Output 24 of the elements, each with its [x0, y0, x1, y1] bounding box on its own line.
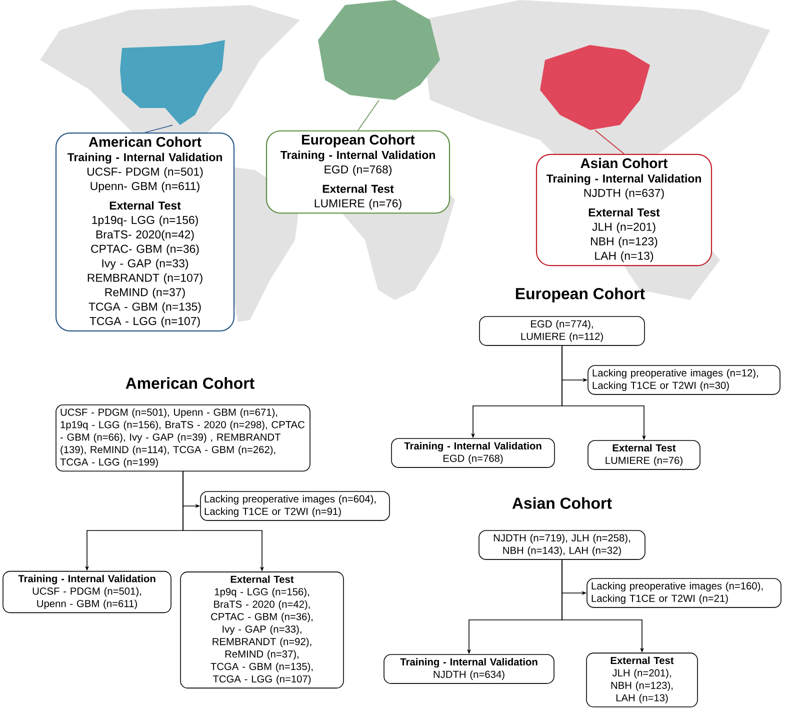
flow-box: Training - Internal Validation EGD (n=768) — [391, 438, 555, 468]
cohort-box: Asian Cohort Training - Internal Validation NJDTH (n=637) External Test JLH (n=201) NBH (n=123) LAH (n=13) — [536, 154, 712, 266]
leader-line — [594, 130, 624, 154]
map-region — [540, 45, 650, 130]
flow-box: External Test LUMIERE (n=76) — [588, 440, 700, 470]
exclusion-box: UCSF - PDGM (n=501), Upenn - GBM (n=671), 1p19q - LGG (n=156), BraTS - 2020 (n=298), CPTAC - GBM (n=66), Ivy - GAP (n=39) , REMBRANDT (139), ReMIND (n=114), TCGA - GBM (n=262), TCGA - LGG (n=199) — [56, 404, 310, 472]
cohort-box: American Cohort Training - Internal Validation UCSF- PDGM (n=501) Upenn- GBM (n=611) External Test 1p19q- LGG (n=156) BraTS- 2020(n=42) CPTAC- GBM (n=36) Ivy - GAP (n=33) REMBRANDT (n=107) ReMIND (n=37) TCGA - GBM (n=135) TCGA - LGG (n=107) — [55, 132, 235, 332]
flowchart-heading: European Cohort — [516, 288, 645, 302]
map-region — [318, 0, 440, 100]
flow-box: External Test 1p9q - LGG (n=156), BraTS - 2020 (n=42), CPTAC - GBM (n=36), Ivy - GAP (n=33), REMBRANDT (n=92), ReMIND (n=37), TCGA - GBM (n=135), TCGA - LGG (n=107) — [180, 572, 344, 688]
leader-line — [144, 124, 173, 133]
flowchart-heading: Asian Cohort — [512, 497, 612, 509]
flow-box: Training - Internal Validation NJDTH (n=634) — [384, 654, 554, 684]
flowchart-heading: American Cohort — [126, 377, 254, 389]
cohort-box: European Cohort Training - Internal Validation EGD (n=768) External Test LUMIERE (n=76) — [266, 130, 450, 214]
exclusion-box: Lacking preoperative images (n=160), Lacking T1CE or T2WI (n=21) — [586, 578, 782, 608]
map-region — [120, 40, 225, 125]
flow-box: Training - Internal Validation UCSF - PDGM (n=501), Upenn - GBM (n=611) — [2, 570, 172, 614]
exclusion-box: Lacking preoperative images (n=12), Lacking T1CE or T2WI (n=30) — [588, 365, 780, 395]
flow-box: NJDTH (n=719), JLH (n=258), NBH (n=143), LAH (n=32) — [478, 530, 646, 560]
leader-line — [358, 100, 380, 131]
flow-box: EGD (n=774), LUMIERE (n=112) — [479, 316, 645, 346]
flow-box: External Test JLH (n=201), NBH (n=123), LAH (n=13) — [586, 652, 698, 708]
exclusion-box: Lacking preoperative images (n=604), Lacking T1CE or T2WI (n=91) — [200, 491, 390, 521]
